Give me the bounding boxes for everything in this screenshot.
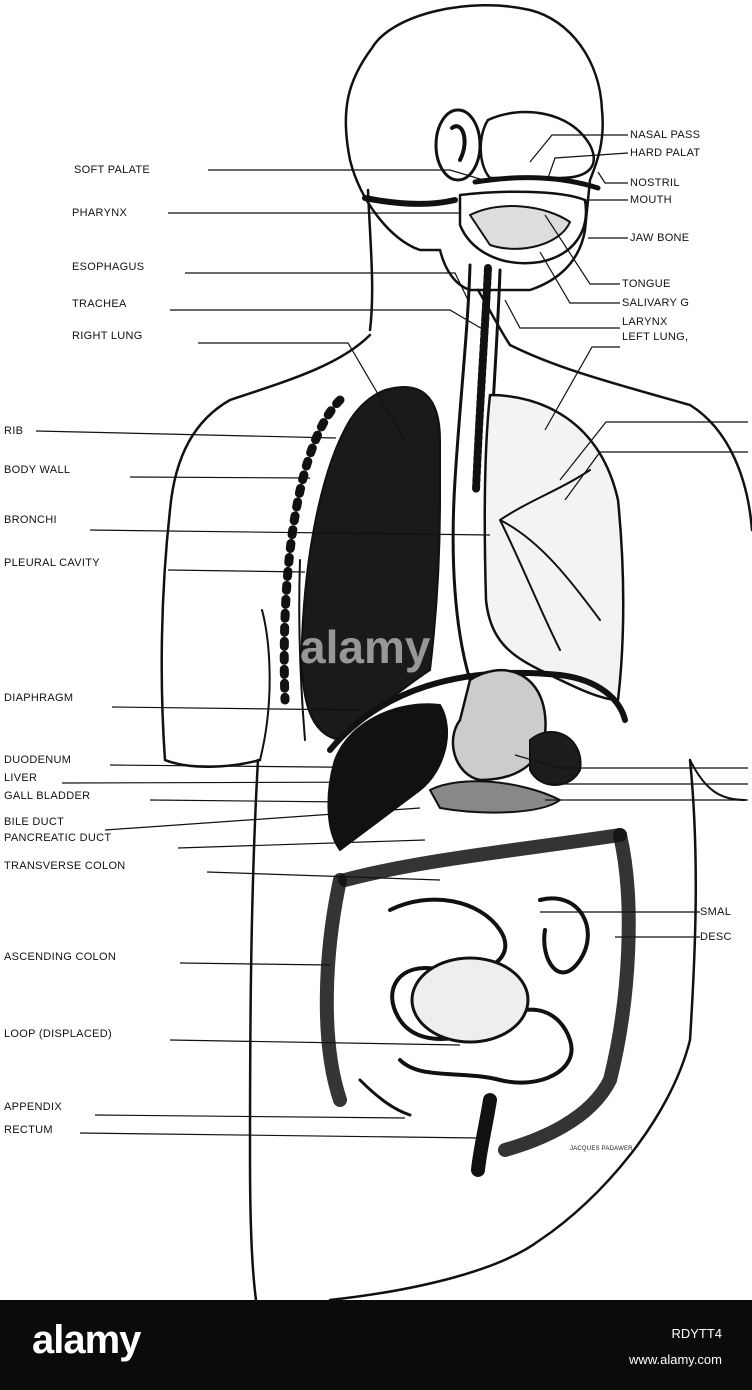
leader-nostril <box>597 171 628 184</box>
leader-right-side-6 <box>514 754 748 769</box>
anatomy-figure: NASAL PASS HARD PALAT NOSTRIL MOUTH JAW … <box>4 4 752 1300</box>
leader-hard-palate <box>547 152 629 179</box>
label-body-wall: BODY WALL <box>4 464 71 476</box>
pancreas <box>429 780 561 814</box>
label-transverse-colon: TRANSVERSE COLON <box>4 860 126 872</box>
label-mouth: MOUTH <box>630 194 672 206</box>
leader-soft-palate <box>208 169 491 183</box>
leader-body-wall <box>129 476 311 479</box>
label-rib: RIB <box>4 425 24 437</box>
leader-trachea <box>170 309 485 331</box>
label-right-lung: RIGHT LUNG <box>72 330 143 342</box>
leader-right-side-5 <box>564 451 748 501</box>
left-lung <box>483 393 625 702</box>
label-appendix: APPENDIX <box>4 1101 63 1113</box>
ear-inner <box>450 124 467 162</box>
neck-outline <box>366 188 512 347</box>
label-ascending-colon: ASCENDING COLON <box>4 951 117 963</box>
leader-bile-duct <box>104 807 421 831</box>
arm-right-outline <box>689 759 746 801</box>
label-liver: LIVER <box>4 772 38 784</box>
label-trachea: TRACHEA <box>72 298 127 310</box>
leader-transverse-colon <box>206 871 441 881</box>
label-small-intestine: SMAL <box>700 906 732 918</box>
label-larynx: LARYNX <box>622 316 668 328</box>
pleural-lining <box>298 559 306 741</box>
leader-rib <box>35 430 337 439</box>
footer-logo: alamy <box>32 1318 141 1362</box>
esophagus <box>451 263 472 682</box>
watermark: alamy <box>300 621 431 673</box>
ascending-colon <box>319 873 347 1107</box>
label-rectum: RECTUM <box>4 1124 53 1136</box>
label-esophagus: ESOPHAGUS <box>72 261 145 273</box>
leader-diaphragm <box>111 706 361 711</box>
label-nasal-passage: NASAL PASS <box>630 129 701 141</box>
leader-pleural-cavity <box>167 569 306 573</box>
torso-outline <box>160 333 752 1300</box>
rectum <box>471 1093 497 1177</box>
leader-left-lung <box>544 346 620 431</box>
label-jaw-bone: JAW BONE <box>630 232 690 244</box>
label-tongue: TONGUE <box>622 278 671 290</box>
tongue <box>469 205 571 250</box>
displaced-loop <box>410 956 530 1044</box>
appendix <box>358 1078 412 1117</box>
artist-credit: JACQUES PADAWER <box>570 1146 633 1152</box>
leader-loop-displaced <box>169 1039 461 1046</box>
leader-duodenum <box>109 764 421 769</box>
label-soft-palate: SOFT PALATE <box>74 164 151 176</box>
leader-ascending-colon <box>179 962 331 966</box>
leader-rectum <box>79 1132 479 1139</box>
nasal-cavity <box>479 110 595 180</box>
label-diaphragm: DIAPHRAGM <box>4 692 74 704</box>
body-wall <box>279 395 345 705</box>
label-loop-displaced: LOOP (DISPLACED) <box>4 1028 112 1040</box>
leader-right-lung <box>198 342 406 441</box>
mouth-cavity <box>458 190 588 265</box>
leader-bronchi <box>89 529 491 536</box>
leader-tongue <box>544 214 620 285</box>
leader-larynx <box>504 299 620 329</box>
label-gall-bladder: GALL BLADDER <box>4 790 91 802</box>
leader-salivary-gland <box>539 251 620 304</box>
descending-colon <box>498 828 636 1157</box>
label-salivary-gland: SALIVARY G <box>622 297 690 309</box>
transverse-colon <box>338 828 627 887</box>
palate-line <box>472 175 601 191</box>
footer-url[interactable]: www.alamy.com <box>629 1352 722 1367</box>
left-lung-bronchiole <box>499 469 601 651</box>
leader-esophagus <box>185 272 469 301</box>
small-intestine <box>388 896 590 1085</box>
label-hard-palate: HARD PALAT <box>630 147 701 159</box>
label-duodenum: DUODENUM <box>4 754 72 766</box>
label-bronchi: BRONCHI <box>4 514 57 526</box>
label-pancreatic-duct: PANCREATIC DUCT <box>4 832 112 844</box>
leader-right-side-4 <box>559 421 748 481</box>
neck-ring <box>362 195 458 207</box>
leader-liver <box>61 781 406 784</box>
trachea <box>472 264 492 494</box>
liver <box>327 703 448 851</box>
leader-pancreatic-duct <box>177 839 426 849</box>
label-bile-duct: BILE DUCT <box>4 816 65 828</box>
leader-appendix <box>94 1114 406 1119</box>
leader-gall-bladder <box>149 799 349 803</box>
stock-footer: alamy RDYTT4 www.alamy.com <box>0 1300 752 1390</box>
leader-lines <box>35 134 748 1139</box>
footer-image-id: RDYTT4 <box>671 1326 722 1341</box>
arm-left-outline <box>259 609 271 761</box>
label-nostril: NOSTRIL <box>630 177 680 189</box>
label-descending-colon: DESC <box>700 931 732 943</box>
label-pharynx: PHARYNX <box>72 207 128 219</box>
head-outline <box>344 4 604 292</box>
spleen <box>529 730 582 786</box>
anatomy-drawing <box>35 4 752 1300</box>
label-left-lung: LEFT LUNG, <box>622 331 689 343</box>
label-pleural-cavity: PLEURAL CAVITY <box>4 557 100 569</box>
leader-nasal-passage <box>529 134 628 163</box>
